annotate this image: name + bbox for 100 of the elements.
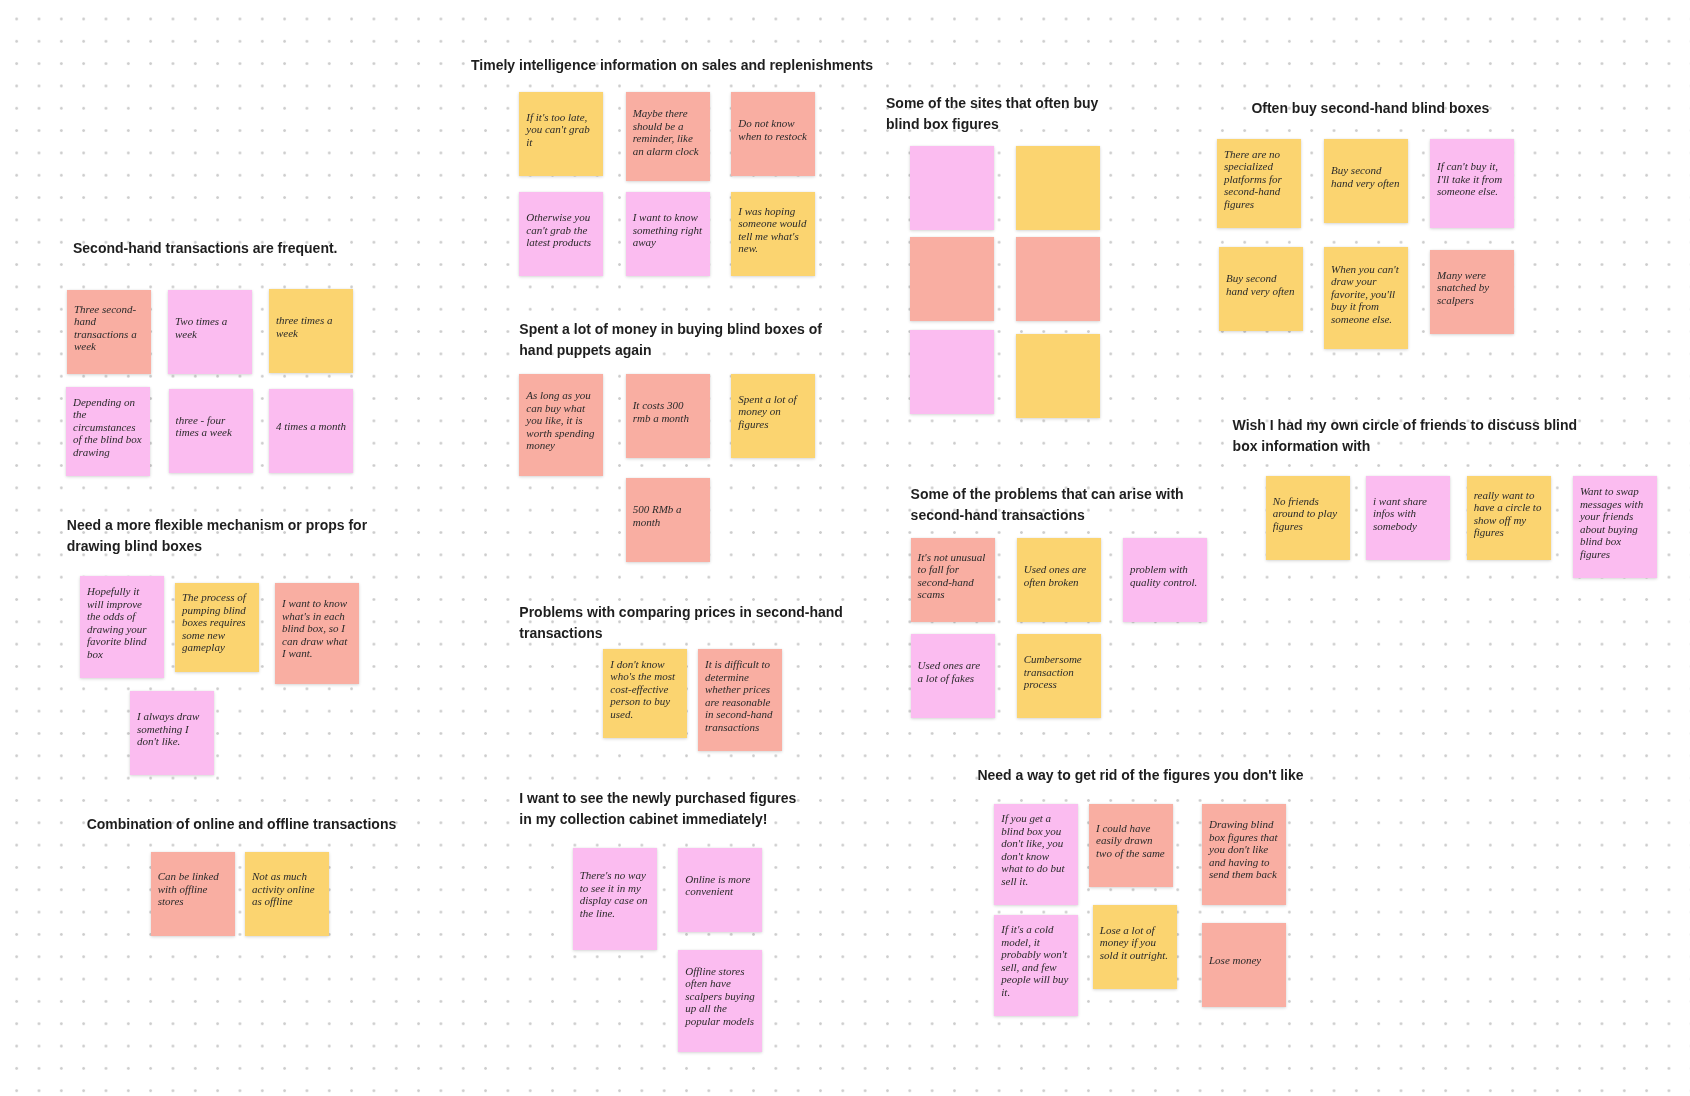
- sticky-note: [1217, 139, 1301, 228]
- note-text: The process of pumping blind boxes requires some new gameplay: [182, 591, 248, 654]
- note-text: Cumbersome transaction process: [1023, 653, 1083, 691]
- group-heading: Spent a lot of money in buying blind boxes of hand puppets again: [519, 319, 823, 360]
- sticky-note: [130, 691, 214, 776]
- note-text: 4 times a month: [276, 419, 346, 433]
- sticky-note: [678, 949, 763, 1052]
- note-text: It is difficult to determine whether prices are reasonable in second-hand transactions: [705, 658, 774, 733]
- sticky-note: [269, 388, 353, 473]
- note-text: really want to have a circle to show off my figures: [1473, 488, 1543, 539]
- note-text: Used ones are often broken: [1023, 563, 1088, 589]
- note-text: Offline stores often have scalpers buying up all the popular models: [685, 964, 756, 1028]
- note-text: Depending on the circumstances of the blind box drawing: [73, 395, 143, 459]
- sticky-note: [1089, 803, 1173, 887]
- sticky-note: [519, 192, 604, 277]
- note-text: There's no way to see it in my display case on the line.: [579, 869, 649, 920]
- sticky-note: [698, 649, 782, 751]
- sticky-note: [625, 92, 710, 181]
- note-text: Lose money: [1209, 954, 1263, 967]
- sticky-note: [1016, 634, 1101, 719]
- note-text: I want to know something right away: [632, 211, 703, 249]
- group-heading: Wish I had my own circle of friends to discuss blind box information with: [1232, 415, 1578, 456]
- note-text: three times a week: [276, 314, 334, 339]
- sticky-note: [994, 914, 1079, 1016]
- sticky-note: [1122, 538, 1207, 623]
- sticky-note: [275, 582, 359, 684]
- sticky-note: [1219, 247, 1303, 332]
- sticky-note: [1092, 905, 1177, 990]
- note-text: problem with quality control.: [1129, 563, 1199, 589]
- group-heading: Some of the sites that often buy blind box figures: [886, 93, 1100, 134]
- sticky-note: [1430, 139, 1514, 228]
- note-text: three - four times a week: [175, 413, 233, 439]
- sticky-note: [1366, 476, 1450, 560]
- sticky-note: [625, 478, 710, 562]
- note-text: If can't buy it, I'll take it from someone else.: [1437, 160, 1504, 198]
- note-text: Can be linked with offline stores: [157, 870, 220, 908]
- sticky-note: [168, 388, 253, 473]
- note-text: Otherwise you can't grab the latest products: [526, 211, 592, 249]
- sticky-note: [1202, 803, 1286, 905]
- sticky-note: [1016, 237, 1100, 321]
- note-text: Three second-hand transactions a week: [74, 302, 138, 353]
- note-text: Hopefully it will improve the odds of drawing your favorite blind box: [87, 585, 148, 660]
- note-text: It costs 300 rmb a month: [632, 399, 690, 424]
- group-heading: Timely intelligence information on sales and replenishments: [471, 55, 873, 75]
- sticky-note: [603, 649, 688, 738]
- note-text: When you can't draw your favorite, you'll buy it from someone else.: [1331, 262, 1400, 326]
- sticky-note: [731, 374, 816, 458]
- sticky-note: [1324, 139, 1408, 223]
- note-text: Spent a lot of money on figures: [738, 392, 799, 431]
- sticky-note: [731, 192, 816, 277]
- sticky-note: [625, 192, 710, 277]
- note-text: Not as much activity online as offline: [252, 870, 316, 908]
- note-text: Two times a week: [175, 315, 229, 340]
- note-text: Want to swap messages with your friends about buying blind box figures: [1579, 485, 1645, 560]
- sticky-note: [1016, 146, 1100, 230]
- sticky-note: [994, 803, 1079, 905]
- sticky-note: [245, 851, 329, 936]
- sticky-note: [150, 851, 235, 936]
- group-heading: Need a more flexible mechanism or props for drawing blind boxes: [66, 516, 369, 556]
- group-heading: Combination of online and offline transactions: [86, 814, 397, 834]
- note-text: I was hoping someone would tell me what's new.: [738, 204, 808, 255]
- note-text: i want share infos with somebody: [1373, 494, 1428, 533]
- sticky-note: [519, 92, 604, 176]
- note-text: If it's a cold model, it probably won't sell, and few people will buy it.: [1001, 923, 1070, 999]
- sticky-note: [1016, 333, 1100, 418]
- sticky-note: [80, 576, 164, 678]
- sticky-note: [66, 387, 150, 476]
- sticky-note: [1265, 476, 1350, 560]
- sticky-note: [625, 374, 710, 458]
- note-text: It's not unusual to fall for second-hand scams: [917, 550, 987, 601]
- sticky-note: [269, 289, 353, 373]
- note-text: I could have easily drawn two of the same: [1096, 821, 1166, 860]
- note-text: I always draw something I don't like.: [137, 710, 201, 748]
- sticky-note: [168, 290, 252, 374]
- note-text: Lose a lot of money if you sold it outright.: [1099, 923, 1169, 962]
- note-text: Drawing blind box figures that you don't like and having to send them back: [1209, 818, 1279, 881]
- sticky-note: [67, 290, 151, 374]
- sticky-note: [1016, 538, 1101, 623]
- note-text: Maybe there should be a reminder, like an alarm clock: [632, 107, 700, 157]
- note-text: Buy second hand very often: [1331, 164, 1401, 189]
- note-text: Online is more convenient: [685, 872, 752, 898]
- sticky-note: [910, 146, 994, 230]
- sticky-note: [678, 847, 763, 932]
- sticky-note: [519, 374, 604, 476]
- sticky-note: [910, 237, 994, 321]
- group-heading: I want to see the newly purchased figures in my collection cabinet immediately!: [519, 789, 798, 829]
- group-heading: Problems with comparing prices in second-hand transactions: [519, 603, 844, 643]
- note-text: If you get a blind box you don't like, you don't know what to do but sell it.: [1001, 812, 1066, 888]
- note-text: 500 RMb a month: [632, 503, 683, 528]
- group-heading: Need a way to get rid of the figures you don't like: [977, 765, 1304, 785]
- note-text: No friends around to play figures: [1272, 494, 1339, 533]
- sticky-note: [175, 582, 259, 672]
- sticky-note: [1324, 247, 1408, 350]
- group-heading: Some of the problems that can arise with second-hand transactions: [910, 485, 1185, 525]
- note-text: As long as you can buy what you like, it is worth spending money: [526, 389, 596, 452]
- note-text: I don't know who's the most cost-effective person to buy used.: [610, 657, 676, 721]
- note-text: If it's too late, you can't grab it: [526, 110, 591, 149]
- sticky-note: [910, 634, 995, 719]
- note-text: I want to know what's in each blind box, so I can draw what I want.: [282, 597, 349, 660]
- sticky-note: [1430, 250, 1514, 334]
